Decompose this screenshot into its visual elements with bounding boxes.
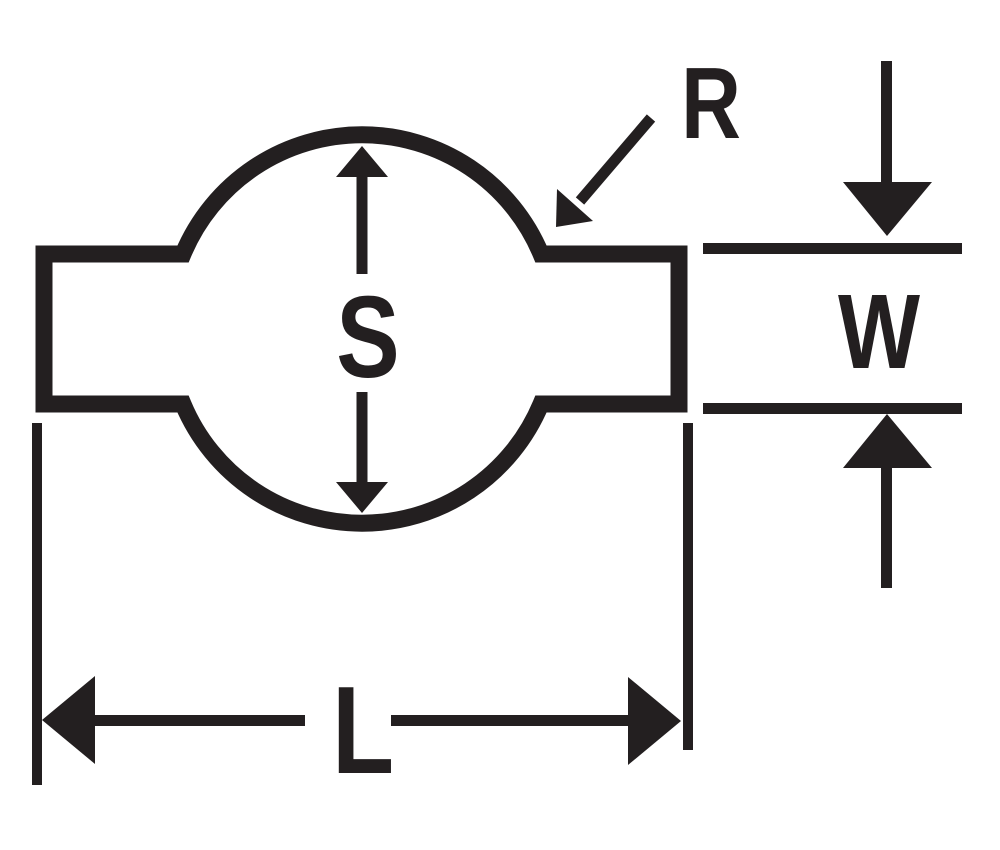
down-arrowhead-icon [843,182,932,236]
label-l: L [332,661,394,800]
label-r: R [681,46,741,160]
label-s: S [336,273,399,402]
l-dimension-line-left [93,715,305,726]
w-dimension: W [703,61,962,588]
diagonal-arrowhead-icon [556,189,593,227]
tab-shape-outline [35,126,688,532]
w-extension-line-bottom [703,403,962,414]
right-arrowhead-icon [628,677,681,765]
l-extension-line-left [32,423,42,785]
l-dimension: L [32,423,693,800]
l-extension-line-right [683,423,693,750]
up-arrowhead-icon [843,414,932,468]
left-arrowhead-icon [42,676,95,764]
s-dimension: S [336,146,400,513]
w-arrow-up-shaft [881,464,892,588]
r-dimension: R [556,46,741,227]
s-arrow-up-shaft [356,175,368,274]
s-arrow-down-shaft [356,392,368,484]
w-arrow-down-shaft [881,61,892,186]
w-extension-line-top [703,243,962,254]
r-leader-line [575,114,656,205]
l-dimension-line-right [391,715,628,726]
label-w: W [838,272,920,391]
down-arrowhead-icon [336,482,388,513]
up-arrowhead-icon [336,146,388,177]
